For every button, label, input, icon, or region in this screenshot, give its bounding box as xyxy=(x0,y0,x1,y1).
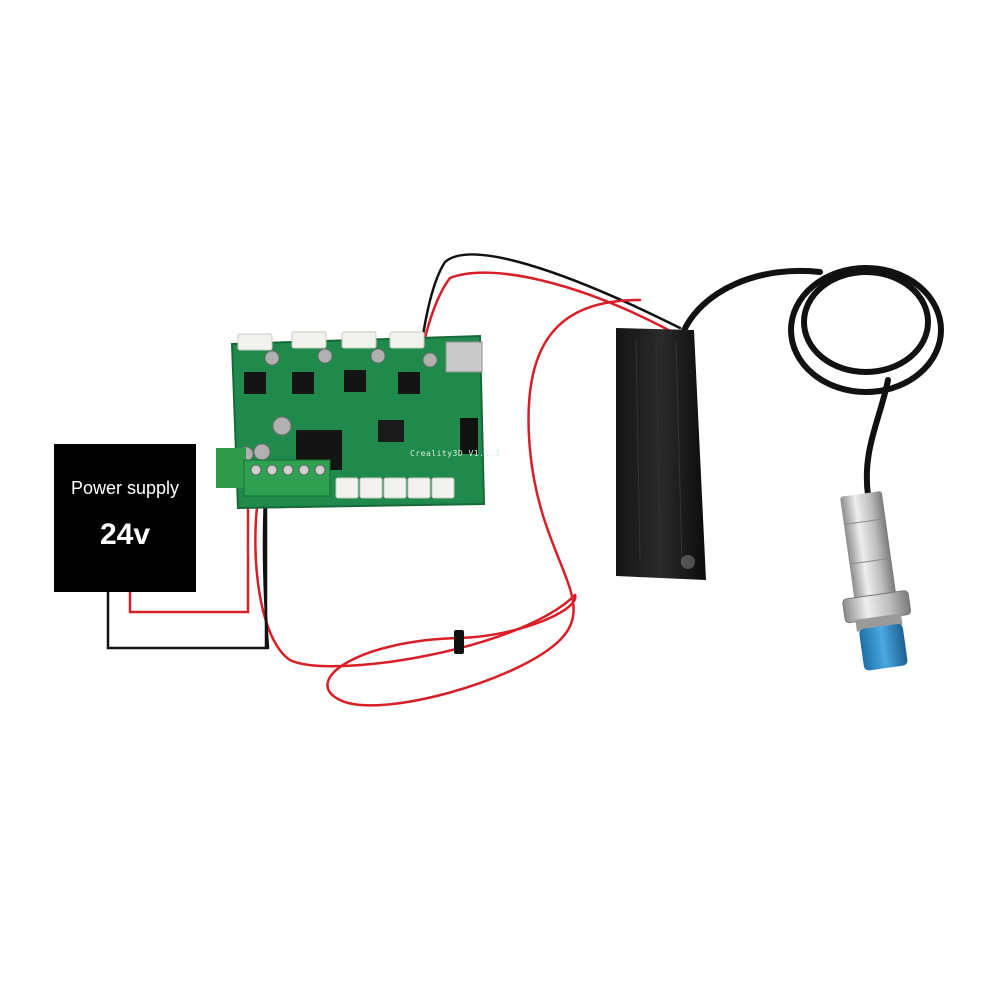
power-supply-wires xyxy=(106,498,268,650)
proximity-sensor xyxy=(840,491,912,671)
board-silkscreen-label: Creality3D V1.1.3 xyxy=(410,449,501,458)
power-supply-box xyxy=(54,444,196,592)
controller-board xyxy=(216,331,486,510)
capacitors xyxy=(238,348,438,462)
power-supply-voltage: 24v xyxy=(99,518,151,551)
sensor-blue-cap xyxy=(859,623,908,671)
power-terminal-block xyxy=(216,448,331,497)
module-box xyxy=(616,328,706,580)
header-pins xyxy=(460,418,478,454)
bottom-connectors xyxy=(335,477,455,499)
sensor-cable xyxy=(679,265,944,498)
top-connectors xyxy=(237,331,425,351)
power-supply-title: Power supply xyxy=(70,478,180,498)
sd-card-slot xyxy=(445,341,483,373)
microcontroller-chip xyxy=(378,420,404,442)
cable-tie xyxy=(454,630,464,654)
